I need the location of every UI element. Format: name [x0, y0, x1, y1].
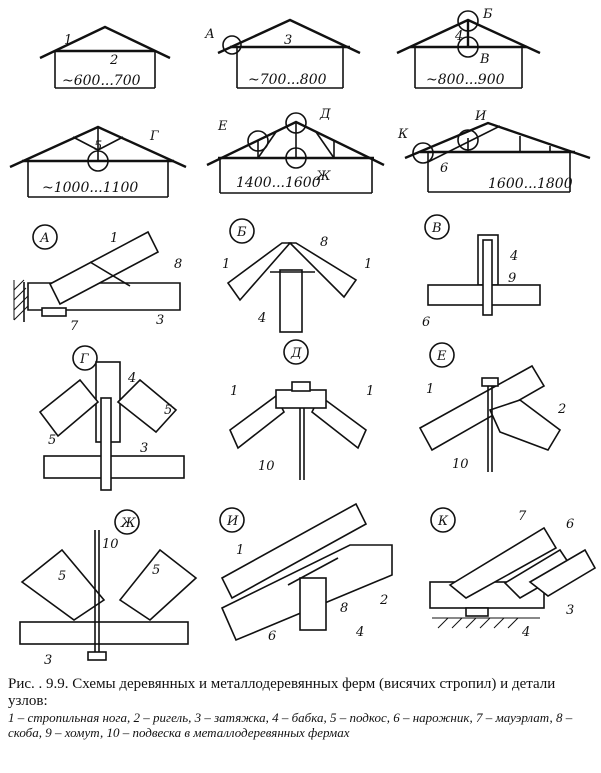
- span-label: 1600...1800: [488, 176, 573, 192]
- detail-V-tag: В: [431, 221, 442, 236]
- label-2: 2: [109, 53, 118, 68]
- detail-Zh-tag: Ж: [120, 516, 136, 531]
- node-A-label: А: [204, 27, 215, 42]
- truss-scheme-6: К И 6 1600...1800: [397, 109, 591, 193]
- label: 4: [127, 371, 136, 386]
- label-3: 3: [284, 33, 292, 48]
- label: 5: [164, 403, 172, 418]
- detail-D-tag: Д: [290, 346, 302, 361]
- truss-scheme-2: А 3 ~700...800: [204, 18, 361, 89]
- label: 6: [422, 315, 430, 330]
- label: 6: [566, 517, 574, 532]
- label-6: 6: [440, 161, 448, 176]
- label: 4: [257, 311, 266, 326]
- node-G-label: Г: [149, 129, 159, 144]
- label: 7: [518, 509, 527, 524]
- label: 8: [320, 235, 328, 250]
- label: 1: [366, 384, 374, 399]
- truss-figure: 1 2 ~600...700 А 3 ~700...800 Б 4 В ~800…: [9, 7, 597, 668]
- detail-B: Б 8 1 1 4: [222, 218, 372, 333]
- label: 1: [110, 231, 118, 246]
- span-label: 1400...1600: [236, 175, 321, 191]
- label: 7: [70, 319, 79, 334]
- node-V-label: В: [479, 52, 490, 67]
- label: 2: [379, 593, 388, 608]
- label: 8: [340, 601, 348, 616]
- detail-E: Е 1 2 10: [418, 342, 566, 472]
- label: 3: [44, 653, 52, 668]
- span-label: ~700...800: [248, 72, 327, 88]
- caption-legend: 1 – стропильная нога, 2 – ригель, 3 – за…: [8, 710, 573, 740]
- node-K-label: К: [397, 127, 409, 142]
- span-label: ~800...900: [426, 72, 505, 88]
- label: 10: [258, 459, 275, 474]
- label: 4: [521, 625, 530, 640]
- node-B-label: Б: [482, 7, 493, 22]
- label: 1: [236, 543, 244, 558]
- detail-B-tag: Б: [236, 225, 247, 240]
- node-D-label: Д: [319, 107, 331, 122]
- label: 5: [58, 569, 66, 584]
- detail-D: Д 1 1 10: [229, 339, 374, 480]
- detail-K-tag: К: [437, 514, 449, 529]
- node-E-label: Е: [217, 119, 228, 134]
- caption-title: Рис. . 9.9. Схемы деревянных и металлоде…: [8, 676, 556, 709]
- label: 1: [364, 257, 372, 272]
- span-label: ~600...700: [62, 73, 141, 89]
- label: 10: [452, 457, 469, 472]
- label: 4: [509, 249, 518, 264]
- truss-scheme-1: 1 2 ~600...700: [39, 25, 171, 89]
- detail-I-tag: И: [226, 514, 239, 529]
- label: 4: [355, 625, 364, 640]
- detail-A: А 1 8 7 3: [13, 224, 182, 334]
- label: 6: [268, 629, 276, 644]
- detail-K: К 7 6 4 3: [429, 507, 597, 640]
- detail-A-tag: А: [39, 231, 50, 246]
- detail-V: В 4 9 6: [422, 214, 541, 330]
- node-I-label: И: [474, 109, 487, 124]
- detail-E-tag: Е: [436, 349, 447, 364]
- detail-Zh: Ж 10 5 5 3: [19, 509, 198, 668]
- span-label: ~1000...1100: [42, 180, 138, 196]
- detail-G: Г 4 5 5 3: [38, 345, 185, 491]
- label-4: 4: [454, 29, 463, 44]
- label: 5: [48, 433, 56, 448]
- label: 8: [174, 257, 182, 272]
- label: 3: [156, 313, 164, 328]
- truss-scheme-4: 5 Г ~1000...1100: [9, 125, 187, 198]
- label: 3: [566, 603, 574, 618]
- label: 5: [152, 563, 160, 578]
- label-1: 1: [64, 33, 72, 48]
- label: 1: [426, 382, 434, 397]
- label: 10: [102, 537, 119, 552]
- label: 3: [140, 441, 148, 456]
- truss-scheme-3: Б 4 В ~800...900: [396, 7, 541, 89]
- label: 1: [230, 384, 238, 399]
- label: 2: [557, 402, 566, 417]
- label-5: 5: [94, 139, 102, 154]
- detail-G-tag: Г: [79, 352, 89, 367]
- figure-caption: Рис. . 9.9. Схемы деревянных и металлоде…: [8, 676, 596, 740]
- node-Zh-label: Ж: [315, 169, 331, 184]
- detail-I: И 1 2 8 6 4: [219, 502, 393, 644]
- label: 9: [508, 271, 516, 286]
- label: 1: [222, 257, 230, 272]
- truss-scheme-5: Е Д Ж 1400...1600: [206, 107, 385, 194]
